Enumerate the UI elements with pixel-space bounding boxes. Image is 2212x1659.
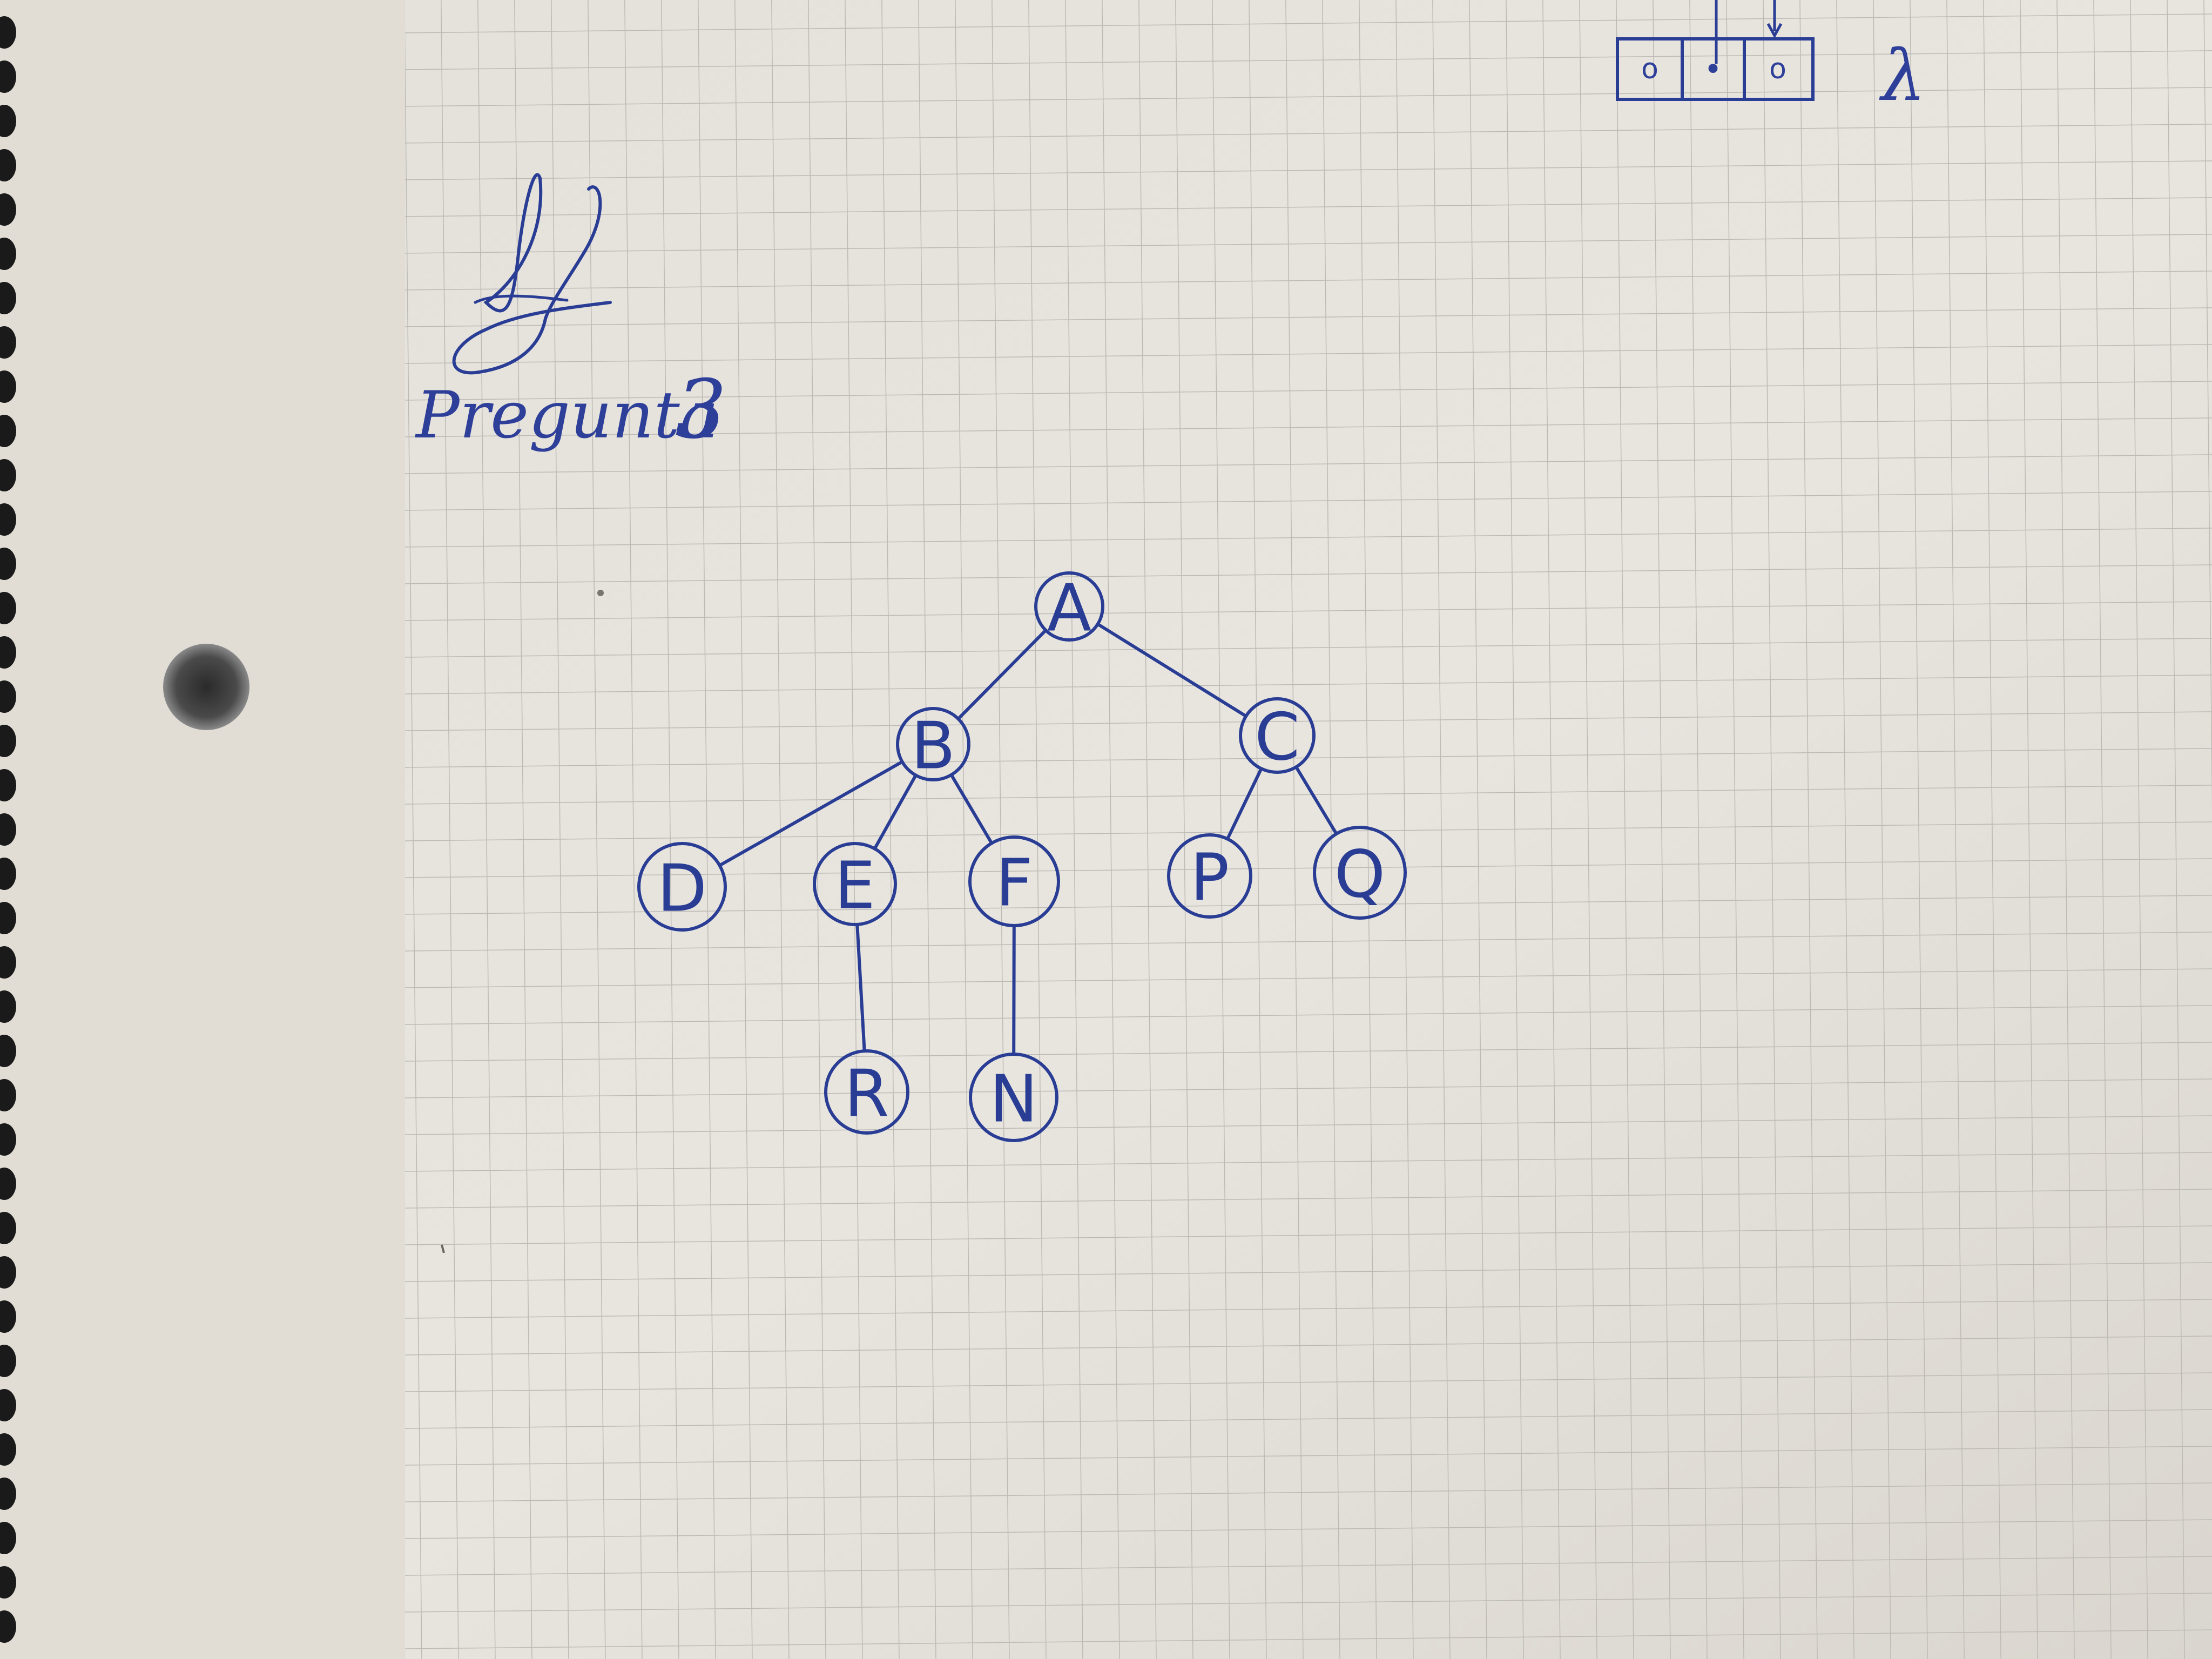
- tree-node-circle: [1313, 826, 1407, 920]
- spiral-ring: [0, 1168, 16, 1200]
- spiral-ring: [0, 548, 16, 580]
- spiral-binding: [0, 16, 16, 1643]
- spiral-ring: [0, 282, 16, 314]
- tree-node-label: Q: [1334, 838, 1385, 913]
- spiral-ring: [0, 1300, 16, 1333]
- spiral-ring: [0, 238, 16, 270]
- spiral-ring: [0, 680, 16, 713]
- tree-edge-c-q: [1294, 765, 1338, 836]
- spiral-ring: [0, 990, 16, 1023]
- tree-node-label: C: [1255, 700, 1300, 775]
- spiral-ring: [0, 1389, 16, 1421]
- list-cell-2: •: [1704, 51, 1722, 87]
- spiral-ring: [0, 415, 16, 447]
- list-cell-1: o: [1641, 53, 1658, 85]
- spiral-ring: [0, 813, 16, 846]
- tree-node-b: B: [896, 707, 970, 784]
- spiral-ring: [0, 1035, 16, 1067]
- spiral-ring: [0, 1478, 16, 1510]
- tree-node-circle: [896, 707, 970, 781]
- spiral-ring: [0, 193, 16, 226]
- tree-node-circle: [1167, 833, 1252, 919]
- tree-nodes: A B C D E F P Q R N: [637, 571, 1407, 1142]
- spiral-ring: [0, 1610, 16, 1643]
- spiral-ring: [0, 149, 16, 181]
- stray-mark: [597, 590, 604, 596]
- tree-node-n: N: [969, 1053, 1058, 1142]
- spiral-ring: [0, 1522, 16, 1554]
- tree-node-d: D: [637, 842, 727, 932]
- spiral-ring: [0, 902, 16, 934]
- spiral-ring: [0, 370, 16, 403]
- spiral-ring: [0, 1433, 16, 1466]
- tree-node-label: D: [657, 852, 707, 927]
- tree-node-r: R: [824, 1049, 909, 1135]
- spiral-ring: [0, 459, 16, 491]
- punched-hole: [163, 644, 249, 730]
- lambda-symbol: λ: [1879, 35, 1926, 117]
- stray-mark: [441, 1244, 445, 1253]
- spiral-ring: [0, 1345, 16, 1377]
- tree-node-circle: [824, 1049, 909, 1135]
- tree-node-p: P: [1167, 833, 1252, 919]
- spiral-ring: [0, 636, 16, 669]
- spiral-ring: [0, 105, 16, 137]
- tree-node-e: E: [813, 842, 897, 926]
- tree-node-circle: [813, 842, 897, 926]
- spiral-ring: [0, 1123, 16, 1156]
- spiral-ring: [0, 1212, 16, 1244]
- heading-label: Pregunta: [415, 378, 718, 453]
- spiral-ring: [0, 1566, 16, 1599]
- spiral-ring: [0, 769, 16, 801]
- spiral-ring: [0, 16, 16, 49]
- tree-edges: [718, 622, 1338, 1056]
- page-margin: [0, 0, 405, 1659]
- tree-node-label: R: [844, 1057, 889, 1132]
- spiral-ring: [0, 592, 16, 624]
- signature: [452, 173, 612, 375]
- spiral-ring: [0, 946, 16, 979]
- heading-number: 3: [675, 363, 726, 457]
- graph-paper-grid: [405, 0, 2212, 1659]
- spiral-ring: [0, 60, 16, 93]
- tree-edge-b-d: [718, 760, 904, 867]
- tree-node-circle: [1034, 571, 1104, 642]
- tree-node-label: N: [989, 1062, 1038, 1137]
- tree-node-label: E: [834, 849, 875, 924]
- spiral-ring: [0, 858, 16, 890]
- list-cell-3: o: [1769, 53, 1786, 85]
- tree-node-label: A: [1047, 571, 1091, 646]
- spiral-ring: [0, 725, 16, 757]
- spiral-ring: [0, 1256, 16, 1289]
- tree-edge-b-f: [949, 773, 994, 845]
- tree-node-f: F: [968, 835, 1060, 927]
- tree-node-circle: [969, 1053, 1058, 1142]
- spiral-ring: [0, 503, 16, 536]
- tree-node-circle: [1239, 697, 1316, 774]
- spiral-ring: [0, 1079, 16, 1111]
- tree-node-label: B: [911, 709, 955, 784]
- tree-edge-a-b: [956, 629, 1048, 721]
- tree-node-a: A: [1034, 571, 1104, 646]
- tree-node-label: P: [1190, 841, 1229, 916]
- tree-edge-c-p: [1225, 767, 1263, 841]
- tree-edge-b-e: [873, 773, 918, 851]
- tree-edge-a-c: [1096, 622, 1248, 718]
- tree-node-circle: [968, 835, 1060, 927]
- tree-node-c: C: [1239, 697, 1316, 775]
- tree-node-q: Q: [1313, 826, 1407, 920]
- tree-node-circle: [637, 842, 727, 932]
- spiral-ring: [0, 326, 16, 359]
- tree-node-label: F: [995, 846, 1033, 921]
- tree-edge-e-r: [855, 922, 866, 1053]
- corner-list-diagram: o • o λ: [1616, 0, 1926, 117]
